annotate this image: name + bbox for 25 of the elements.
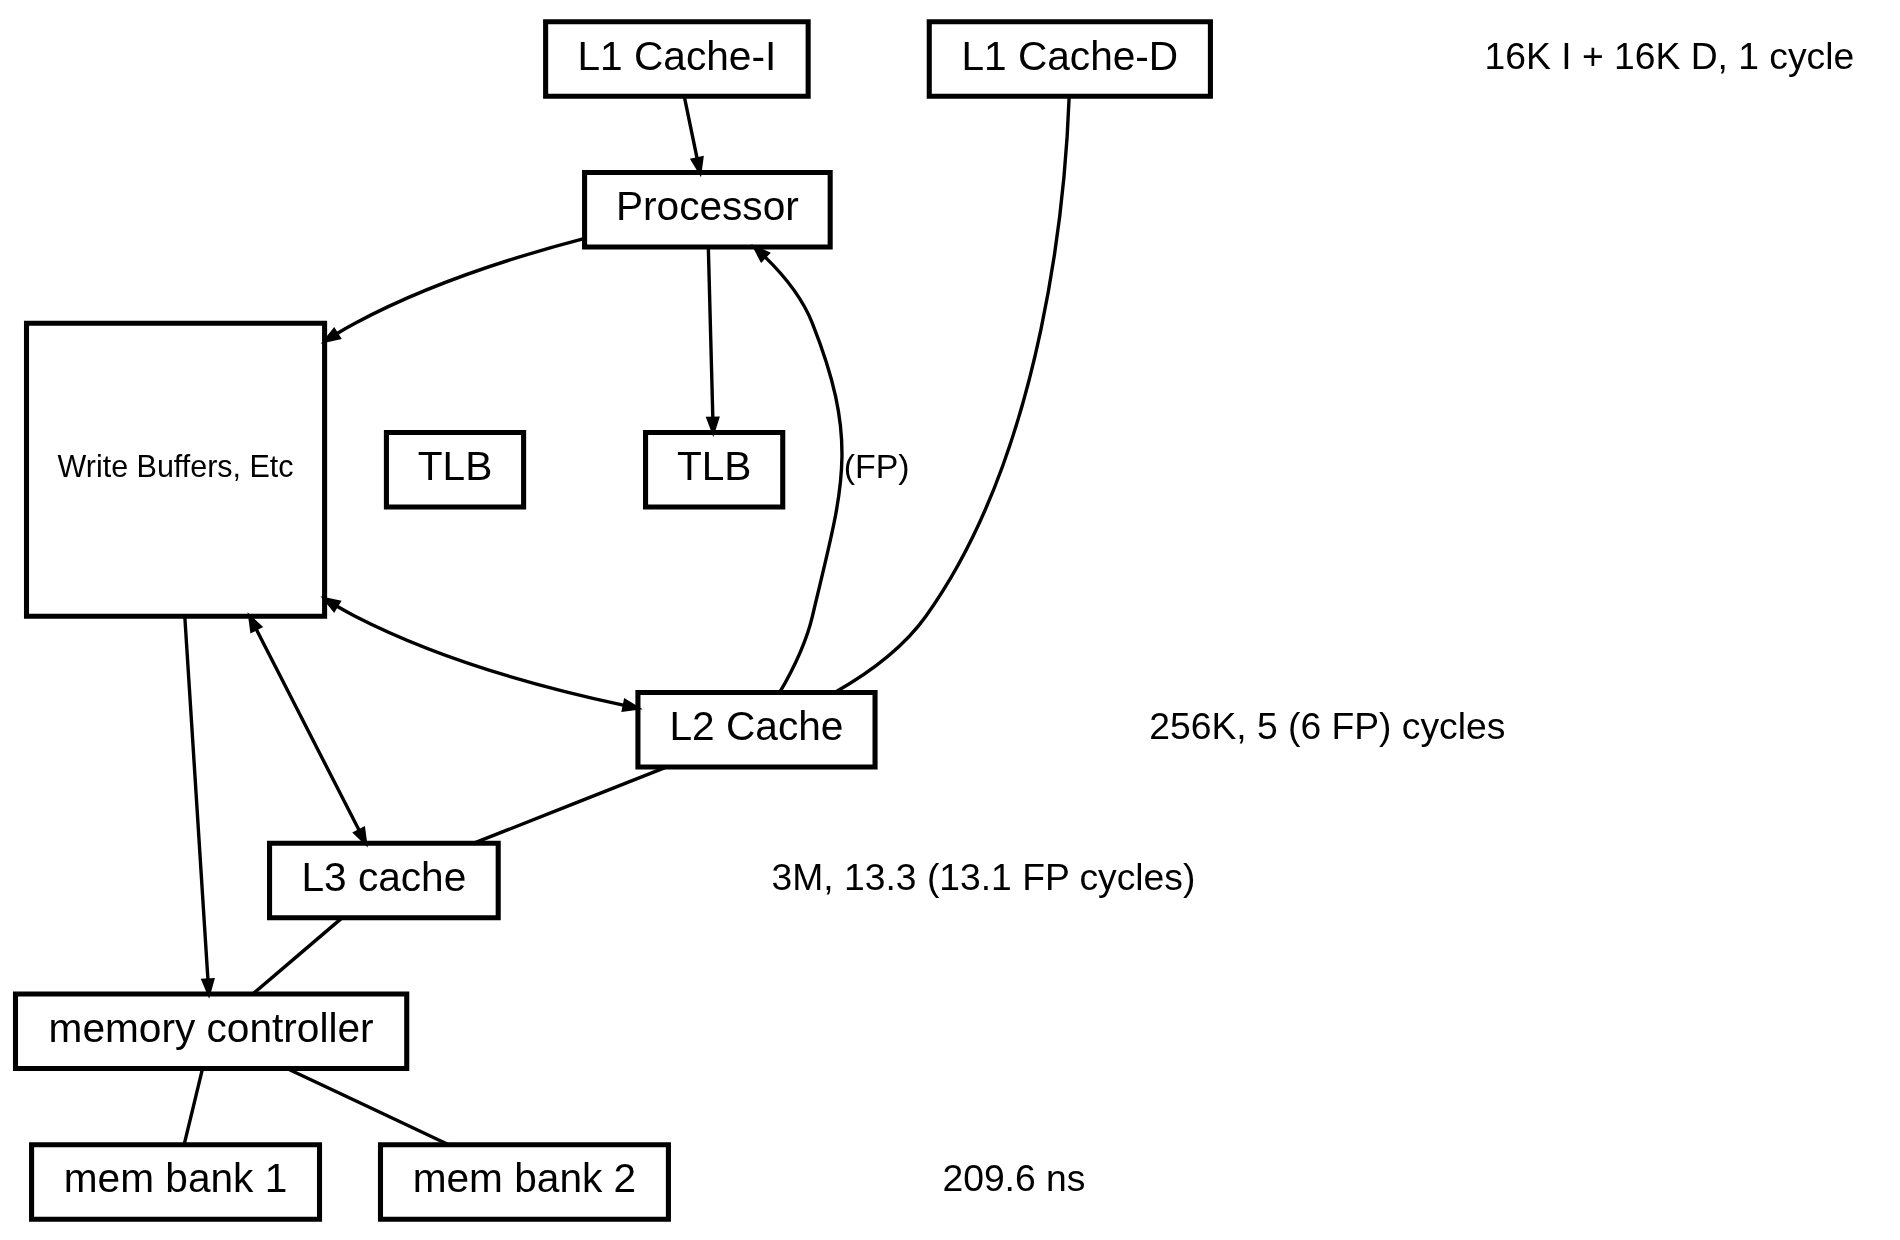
connector xyxy=(833,96,1071,694)
node-box: memory controller xyxy=(12,990,410,1071)
node-box: mem bank 2 xyxy=(377,1141,671,1222)
node-box: L1 Cache-I xyxy=(543,18,811,99)
arrow xyxy=(682,95,704,177)
label: 209.6 ns xyxy=(942,1156,1086,1199)
label: 16K I + 16K D, 1 cycle xyxy=(1484,34,1855,77)
node-box: L2 Cache xyxy=(635,689,878,770)
edge-label: (FP) xyxy=(843,446,910,485)
connector xyxy=(473,765,667,845)
node-box: Processor xyxy=(582,169,833,250)
arrow xyxy=(751,243,844,693)
arrow xyxy=(320,595,643,712)
arrow xyxy=(705,246,720,437)
node-box: Write Buffers, Etc xyxy=(23,320,328,619)
node-box: TLB xyxy=(383,429,527,510)
arrow xyxy=(183,616,215,999)
label: 3M, 13.3 (13.1 FP cycles) xyxy=(771,855,1196,898)
node-box: L1 Cache-D xyxy=(926,18,1213,99)
arrow xyxy=(247,611,368,847)
node-box: mem bank 1 xyxy=(29,1141,323,1222)
node-box: TLB xyxy=(643,429,786,510)
label: 256K, 5 (6 FP) cycles xyxy=(1149,704,1506,747)
node-box: L3 cache xyxy=(267,840,501,920)
arrow xyxy=(320,236,585,344)
